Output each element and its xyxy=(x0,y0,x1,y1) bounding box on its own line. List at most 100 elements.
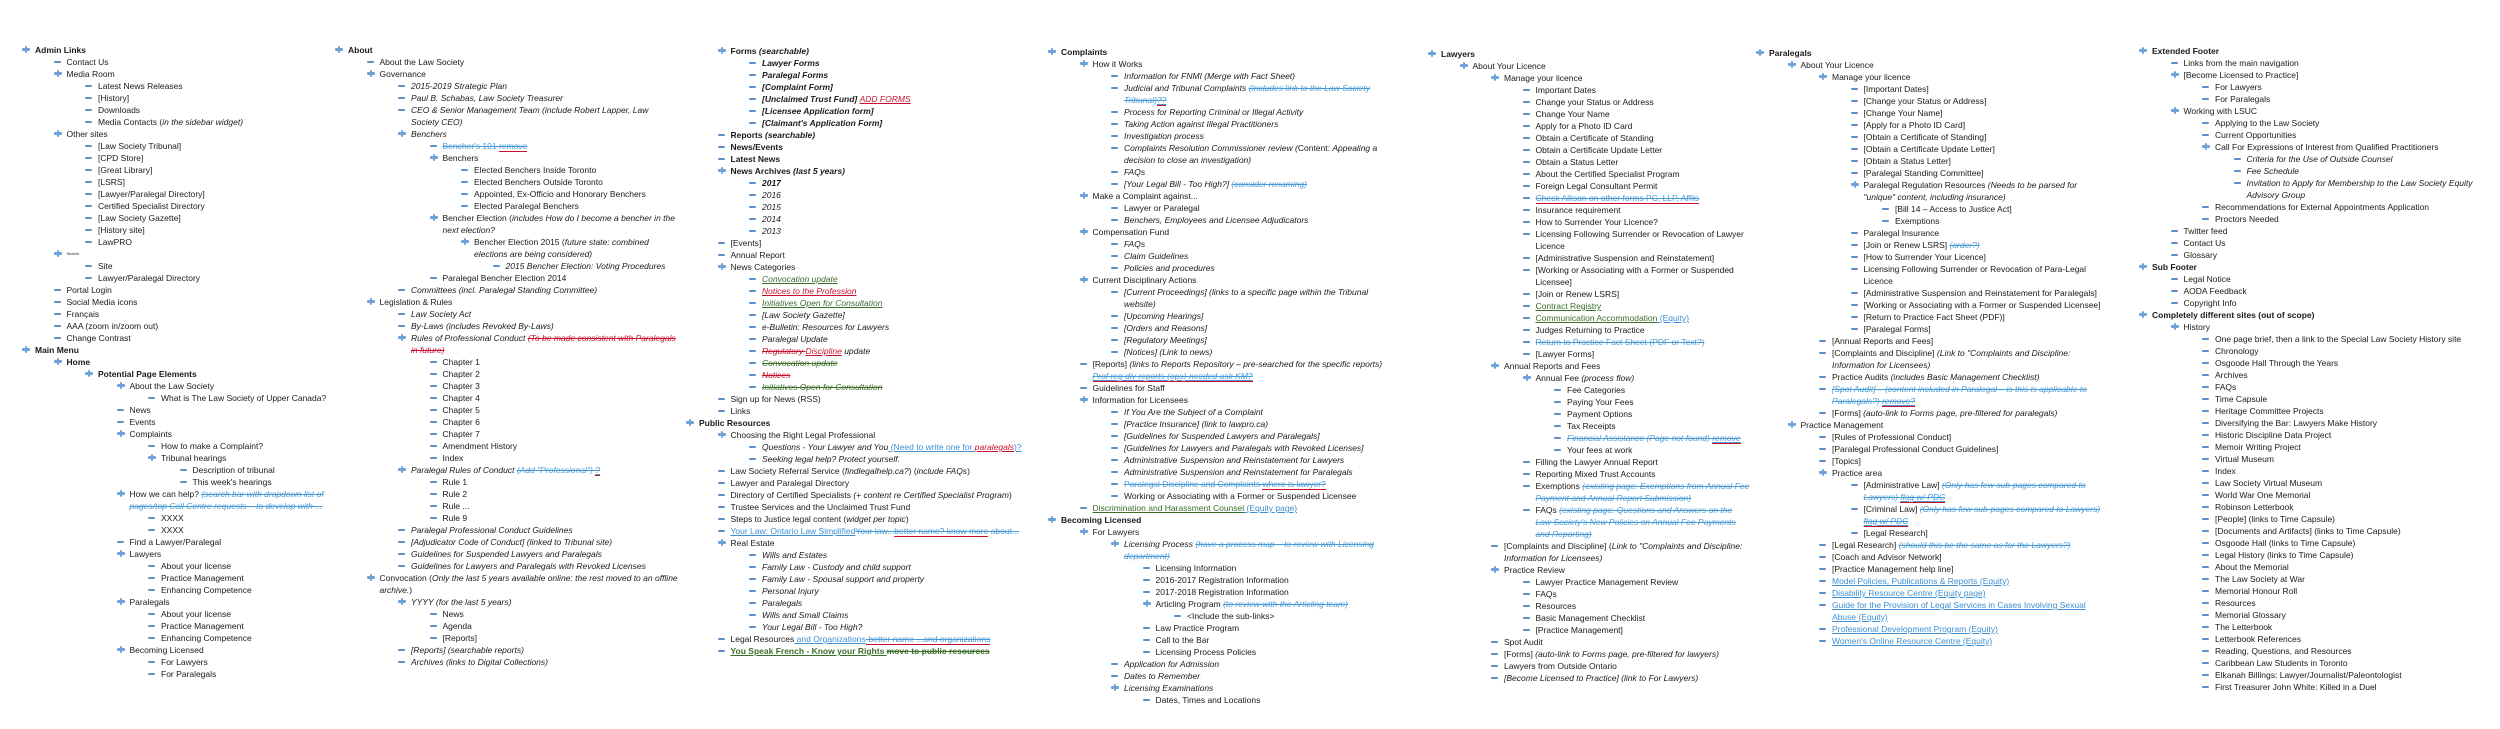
tree-leaf[interactable]: Insurance requirement xyxy=(1428,204,1750,216)
tree-leaf[interactable]: [Law Society Gazette] xyxy=(22,212,330,224)
tree-leaf[interactable]: About your license xyxy=(22,560,330,572)
expand-plus-icon[interactable] xyxy=(1111,682,1120,694)
tree-leaf[interactable]: [Notices] (Link to news) xyxy=(1048,346,1395,358)
tree-leaf[interactable]: Information for FNMI (Merge with Fact Sh… xyxy=(1048,70,1395,82)
tree-leaf[interactable]: Questions - Your Lawyer and You (Need to… xyxy=(686,441,1032,453)
tree-leaf[interactable]: Your Legal Bill - Too High? xyxy=(686,621,1032,633)
tree-node[interactable]: Make a Complaint against... xyxy=(1048,190,1395,202)
tree-leaf[interactable]: [How to Surrender Your Licence] xyxy=(1756,251,2105,263)
tree-leaf[interactable]: [Licensee Application form] xyxy=(686,105,1032,117)
tree-leaf[interactable]: Lawyer or Paralegal xyxy=(1048,202,1395,214)
tree-leaf[interactable]: Women's Online Resource Centre (Equity) xyxy=(1756,635,2105,647)
tree-leaf[interactable]: [Orders and Reasons] xyxy=(1048,322,1395,334)
tree-leaf[interactable]: Exemptions (existing page: Exemptions fr… xyxy=(1428,480,1750,504)
expand-plus-icon[interactable] xyxy=(53,248,62,260)
tree-leaf[interactable]: [Working or Associating with a Former or… xyxy=(1756,299,2105,311)
tree-node[interactable]: Licensing Process (have a process map – … xyxy=(1048,538,1395,562)
tree-leaf[interactable]: Chapter 7 xyxy=(335,428,678,440)
tree-leaf[interactable]: Proctors Needed xyxy=(2139,213,2500,225)
tree-leaf[interactable]: One page brief, then a link to the Speci… xyxy=(2139,333,2500,345)
tree-leaf[interactable]: Initiatives Open for Consultation xyxy=(686,381,1032,393)
tree-leaf[interactable]: Paralegal Insurance xyxy=(1756,227,2105,239)
expand-plus-icon[interactable] xyxy=(366,296,375,308)
tree-node[interactable]: News Archives (last 5 years) xyxy=(686,165,1032,177)
tree-leaf[interactable]: Paying Your Fees xyxy=(1428,396,1750,408)
tree-leaf[interactable]: Practice Management xyxy=(22,572,330,584)
expand-plus-icon[interactable] xyxy=(335,44,344,56)
tree-leaf[interactable]: Twitter feed xyxy=(2139,225,2500,237)
tree-leaf[interactable]: How to make a Complaint? xyxy=(22,440,330,452)
tree-node[interactable]: Benchers xyxy=(335,152,678,164)
tree-leaf[interactable]: Archives xyxy=(2139,369,2500,381)
tree-leaf[interactable]: 2014 xyxy=(686,213,1032,225)
tree-leaf[interactable]: [Legal Research] xyxy=(1756,527,2105,539)
tree-leaf[interactable]: Resources xyxy=(2139,597,2500,609)
tree-leaf[interactable]: Latest News xyxy=(686,153,1032,165)
tree-leaf[interactable]: Contact Us xyxy=(22,56,330,68)
expand-plus-icon[interactable] xyxy=(1491,360,1500,372)
tree-leaf[interactable]: Practice Management xyxy=(22,620,330,632)
tree-leaf[interactable]: [Upcoming Hearings] xyxy=(1048,310,1395,322)
tree-leaf[interactable]: [People] (links to Time Capsule) xyxy=(2139,513,2500,525)
tree-leaf[interactable]: Payment Options xyxy=(1428,408,1750,420)
tree-leaf[interactable]: For Paralegals xyxy=(22,668,330,680)
tree-leaf[interactable]: [Join or Renew LSRS] xyxy=(1428,288,1750,300)
expand-plus-icon[interactable] xyxy=(2139,45,2148,57)
tree-leaf[interactable]: Complaints Resolution Commissioner revie… xyxy=(1048,142,1395,166)
tree-leaf[interactable]: 2017-2018 Registration Information xyxy=(1048,586,1395,598)
tree-leaf[interactable]: Trustee Services and the Unclaimed Trust… xyxy=(686,501,1032,513)
tree-leaf[interactable]: Call to the Bar xyxy=(1048,634,1395,646)
tree-leaf[interactable]: Obtain a Status Letter xyxy=(1428,156,1750,168)
tree-leaf[interactable]: Process for Reporting Criminal or Illega… xyxy=(1048,106,1395,118)
tree-leaf[interactable]: [Change your Status or Address] xyxy=(1756,95,2105,107)
tree-leaf[interactable]: [Apply for a Photo ID Card] xyxy=(1756,119,2105,131)
tree-node[interactable]: How it Works xyxy=(1048,58,1395,70)
tree-leaf[interactable]: Virtual Museum xyxy=(2139,453,2500,465)
tree-leaf[interactable]: Dates, Times and Locations xyxy=(1048,694,1395,706)
expand-plus-icon[interactable] xyxy=(717,261,726,273)
tree-node[interactable]: Paralegals xyxy=(1756,47,2105,59)
tree-leaf[interactable]: [Law Society Gazette] xyxy=(686,309,1032,321)
expand-plus-icon[interactable] xyxy=(717,429,726,441)
expand-plus-icon[interactable] xyxy=(1048,514,1057,526)
tree-node[interactable]: Paralegal Rules of Conduct (Add "Profess… xyxy=(335,464,678,476)
tree-leaf[interactable]: 2016-2017 Registration Information xyxy=(1048,574,1395,586)
tree-leaf[interactable]: Heritage Committee Projects xyxy=(2139,405,2500,417)
tree-leaf[interactable]: [Great Library] xyxy=(22,164,330,176)
tree-leaf[interactable]: [Paralegal Professional Conduct Guidelin… xyxy=(1756,443,2105,455)
tree-leaf[interactable]: Change Your Name xyxy=(1428,108,1750,120)
tree-leaf[interactable]: Site xyxy=(22,260,330,272)
tree-leaf[interactable]: Chapter 6 xyxy=(335,416,678,428)
tree-leaf[interactable]: [Rules of Professional Conduct] xyxy=(1756,431,2105,443)
tree-node[interactable]: Annual Fee (process flow) xyxy=(1428,372,1750,384)
tree-leaf[interactable]: What is The Law Society of Upper Canada? xyxy=(22,392,330,404)
tree-leaf[interactable]: [Paralegal Standing Committee] xyxy=(1756,167,2105,179)
tree-leaf[interactable]: [Join or Renew LSRS] (order?) xyxy=(1756,239,2105,251)
tree-node[interactable]: Potential Page Elements xyxy=(22,368,330,380)
expand-plus-icon[interactable] xyxy=(1428,48,1437,60)
tree-leaf[interactable]: Convocation update xyxy=(686,273,1032,285)
tree-node[interactable]: YYYY (for the last 5 years) xyxy=(335,596,678,608)
tree-leaf[interactable]: Wills and Small Claims xyxy=(686,609,1032,621)
tree-leaf[interactable]: Communication Accommodation (Equity) xyxy=(1428,312,1750,324)
expand-plus-icon[interactable] xyxy=(53,128,62,140)
tree-leaf[interactable]: [Forms] (auto-link to Forms page, pre-fi… xyxy=(1756,407,2105,419)
tree-leaf[interactable]: Annual Report xyxy=(686,249,1032,261)
tree-node[interactable]: Governance xyxy=(335,68,678,80)
tree-leaf[interactable]: Change Contrast xyxy=(22,332,330,344)
tree-leaf[interactable]: [Law Society Tribunal] xyxy=(22,140,330,152)
tree-leaf[interactable]: Convocation update xyxy=(686,357,1032,369)
tree-leaf[interactable]: [Obtain a Certificate Update Letter] xyxy=(1756,143,2105,155)
tree-leaf[interactable]: Obtain a Certificate of Standing xyxy=(1428,132,1750,144)
tree-leaf[interactable]: Sign up for News (RSS) xyxy=(686,393,1032,405)
tree-leaf[interactable]: 2015 xyxy=(686,201,1032,213)
tree-leaf[interactable]: For Lawyers xyxy=(2139,81,2500,93)
tree-node[interactable]: Search xyxy=(22,248,330,260)
tree-leaf[interactable]: Committees (incl. Paralegal Standing Com… xyxy=(335,284,678,296)
tree-node[interactable]: Manage your licence xyxy=(1428,72,1750,84)
tree-leaf[interactable]: Paul B. Schabas, Law Society Treasurer xyxy=(335,92,678,104)
tree-leaf[interactable]: The Letterbook xyxy=(2139,621,2500,633)
tree-node[interactable]: How we can help? (search bar with dropdo… xyxy=(22,488,330,512)
tree-leaf[interactable]: Licensing Following Surrender or Revocat… xyxy=(1428,228,1750,252)
tree-leaf[interactable]: Contact Us xyxy=(2139,237,2500,249)
